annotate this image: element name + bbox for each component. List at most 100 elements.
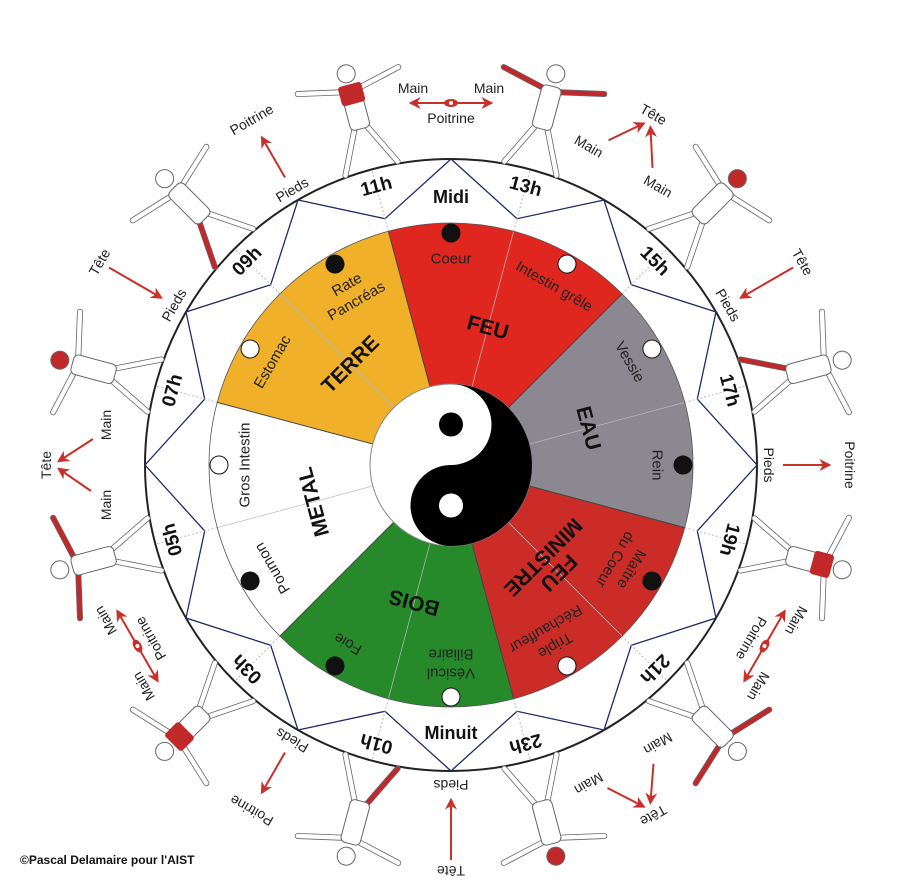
organ-label: Gros Intestin	[237, 422, 254, 507]
limb	[646, 698, 699, 720]
limb	[295, 833, 346, 840]
limb	[501, 64, 546, 91]
label-main: Main	[572, 132, 606, 161]
label-main: Main	[641, 729, 675, 758]
head	[727, 169, 747, 189]
limb	[501, 839, 546, 866]
torso	[70, 546, 117, 576]
hour-tick	[621, 635, 668, 682]
hour-tick	[155, 527, 218, 545]
label-poitrine: Poitrine	[733, 614, 771, 663]
limb	[196, 660, 218, 713]
limb	[684, 217, 706, 270]
chest-marker-center	[762, 644, 767, 648]
limb	[295, 90, 346, 97]
limb	[203, 210, 256, 232]
label-main: Main	[782, 603, 811, 637]
arrow	[56, 438, 94, 463]
arrow	[645, 763, 658, 805]
head	[832, 560, 852, 580]
organ-label: Rein	[649, 450, 666, 481]
limb	[203, 698, 256, 720]
copyright-text: ©Pascal Delamaire pour l'AIST	[20, 853, 195, 867]
limb	[107, 516, 150, 554]
organ-sector	[388, 223, 514, 465]
head	[50, 560, 70, 580]
torso	[532, 799, 562, 846]
body-figure-head	[50, 308, 165, 416]
organ-sector	[451, 402, 693, 528]
limb	[76, 570, 83, 621]
organ-label: Biliaire	[428, 646, 473, 663]
chest-highlight	[165, 722, 194, 751]
body-figure-chest	[294, 64, 402, 179]
chest-marker-center	[135, 644, 140, 648]
body-figure-legs	[294, 751, 402, 866]
limb	[343, 124, 358, 178]
limb	[502, 766, 540, 809]
label-tete: Tête	[85, 246, 113, 278]
organ-dot-white	[441, 687, 461, 707]
organ-dot-white	[240, 339, 260, 359]
limb	[556, 90, 607, 97]
arrow	[644, 125, 657, 169]
arrow	[739, 266, 794, 299]
torso	[168, 182, 211, 225]
limb	[362, 766, 400, 809]
hour-tick	[513, 169, 531, 232]
limb	[825, 515, 852, 560]
limb	[107, 376, 150, 414]
limb	[76, 309, 83, 360]
hour-tick	[513, 698, 531, 761]
hour-tick	[684, 385, 747, 403]
wheel-edge	[208, 222, 694, 708]
body-figure-head	[500, 751, 608, 866]
label-main: Main	[572, 769, 606, 798]
limb	[684, 660, 706, 713]
yang-dot	[439, 493, 463, 518]
hour-tick	[621, 248, 668, 295]
label-pieds: Pieds	[433, 777, 468, 793]
twelve-point-star	[144, 158, 758, 772]
body-figure-arms	[50, 514, 165, 622]
arrow	[57, 467, 92, 492]
organ-dot-white	[209, 455, 229, 475]
limb	[556, 833, 607, 840]
label-main: Main	[98, 410, 114, 440]
limb	[544, 752, 559, 806]
label-main: Main	[91, 603, 120, 637]
body-figure-legs	[737, 308, 852, 416]
arrow	[260, 135, 286, 178]
body-figure-arms	[500, 64, 608, 179]
head	[546, 64, 566, 84]
limb	[819, 570, 826, 621]
limb	[356, 839, 401, 866]
head	[50, 350, 70, 370]
organ-dot-black	[325, 254, 345, 274]
hour-tick	[234, 635, 281, 682]
limb	[646, 210, 699, 232]
label-tete: Tête	[789, 246, 817, 278]
chest-marker-center	[449, 101, 453, 105]
organ-dot-black	[240, 571, 260, 591]
body-figure-arms	[645, 659, 773, 787]
limb	[110, 357, 164, 372]
label-poitrine: Poitrine	[132, 614, 170, 663]
label-poitrine: Poitrine	[427, 110, 475, 126]
limb	[728, 707, 772, 736]
limb	[752, 516, 795, 554]
limb	[544, 124, 559, 178]
organ-sector	[388, 465, 514, 707]
limb	[819, 309, 826, 360]
label-main: Main	[474, 80, 504, 96]
head	[832, 350, 852, 370]
organ-dot-black	[642, 571, 662, 591]
head	[727, 741, 747, 761]
